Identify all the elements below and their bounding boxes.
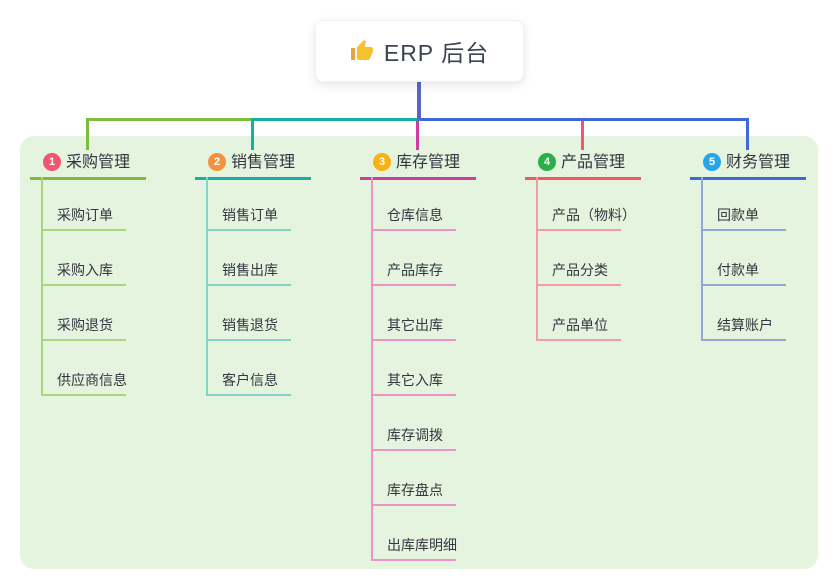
child-underline — [371, 339, 456, 341]
child-underline — [536, 284, 621, 286]
child-underline — [206, 284, 291, 286]
connector-horizontal-branch-1 — [86, 118, 254, 121]
child-underline — [206, 339, 291, 341]
child-node[interactable]: 回款单 — [717, 207, 759, 223]
child-node[interactable]: 客户信息 — [222, 372, 278, 388]
branch-spine-2 — [206, 177, 208, 396]
child-node[interactable]: 产品分类 — [552, 262, 608, 278]
child-underline — [41, 394, 126, 396]
child-node[interactable]: 其它入库 — [387, 372, 443, 388]
connector-drop-branch-5 — [746, 118, 749, 150]
branch-underline-5 — [690, 177, 806, 180]
child-node[interactable]: 仓库信息 — [387, 207, 443, 223]
branch-badge-4: 4 — [538, 153, 556, 171]
branch-badge-3: 3 — [373, 153, 391, 171]
child-underline — [41, 284, 126, 286]
child-underline — [371, 559, 456, 561]
child-node[interactable]: 销售出库 — [222, 262, 278, 278]
connector-drop-branch-3 — [416, 118, 419, 150]
child-underline — [371, 229, 456, 231]
child-node[interactable]: 出库库明细 — [387, 537, 457, 553]
child-underline — [371, 394, 456, 396]
connector-horizontal-branch-2 — [251, 118, 421, 121]
branch-underline-3 — [360, 177, 476, 180]
branch-underline-2 — [195, 177, 311, 180]
child-node[interactable]: 结算账户 — [717, 317, 773, 333]
thumbs-up-icon — [350, 39, 374, 63]
branch-spine-3 — [371, 177, 373, 561]
connector-drop-branch-2 — [251, 118, 254, 150]
branch-badge-5: 5 — [703, 153, 721, 171]
child-underline — [701, 339, 786, 341]
connector-horizontal-branch-5 — [419, 118, 749, 121]
branch-title-1[interactable]: 采购管理 — [66, 154, 131, 171]
child-underline — [371, 449, 456, 451]
child-underline — [206, 394, 291, 396]
child-node[interactable]: 付款单 — [717, 262, 759, 278]
child-node[interactable]: 其它出库 — [387, 317, 443, 333]
child-node[interactable]: 库存盘点 — [387, 482, 443, 498]
branch-badge-1: 1 — [43, 153, 61, 171]
child-node[interactable]: 供应商信息 — [57, 372, 127, 388]
child-node[interactable]: 采购退货 — [57, 317, 113, 333]
branch-spine-1 — [41, 177, 43, 396]
child-underline — [536, 339, 621, 341]
connector-drop-branch-1 — [86, 118, 89, 150]
child-node[interactable]: 产品（物料） — [552, 207, 636, 223]
child-node[interactable]: 产品单位 — [552, 317, 608, 333]
mindmap-panel — [20, 136, 818, 569]
branch-badge-2: 2 — [208, 153, 226, 171]
branch-title-4[interactable]: 产品管理 — [561, 154, 626, 171]
root-node-label: ERP 后台 — [383, 40, 490, 66]
branch-title-3[interactable]: 库存管理 — [396, 154, 461, 171]
branch-spine-4 — [536, 177, 538, 341]
connector-root-vertical — [417, 80, 421, 121]
child-underline — [701, 229, 786, 231]
branch-title-5[interactable]: 财务管理 — [726, 154, 791, 171]
child-underline — [701, 284, 786, 286]
child-node[interactable]: 采购订单 — [57, 207, 113, 223]
child-node[interactable]: 采购入库 — [57, 262, 113, 278]
branch-underline-1 — [30, 177, 146, 180]
branch-title-2[interactable]: 销售管理 — [231, 154, 296, 171]
child-underline — [41, 339, 126, 341]
child-underline — [41, 229, 126, 231]
child-underline — [536, 229, 621, 231]
branch-spine-5 — [701, 177, 703, 341]
branch-underline-4 — [525, 177, 641, 180]
connector-drop-branch-4 — [581, 118, 584, 150]
child-underline — [371, 504, 456, 506]
child-underline — [206, 229, 291, 231]
child-node[interactable]: 库存调拨 — [387, 427, 443, 443]
child-node[interactable]: 销售订单 — [222, 207, 278, 223]
child-underline — [371, 284, 456, 286]
child-node[interactable]: 销售退货 — [222, 317, 278, 333]
child-node[interactable]: 产品库存 — [387, 262, 443, 278]
root-node[interactable]: ERP 后台 — [315, 20, 524, 82]
